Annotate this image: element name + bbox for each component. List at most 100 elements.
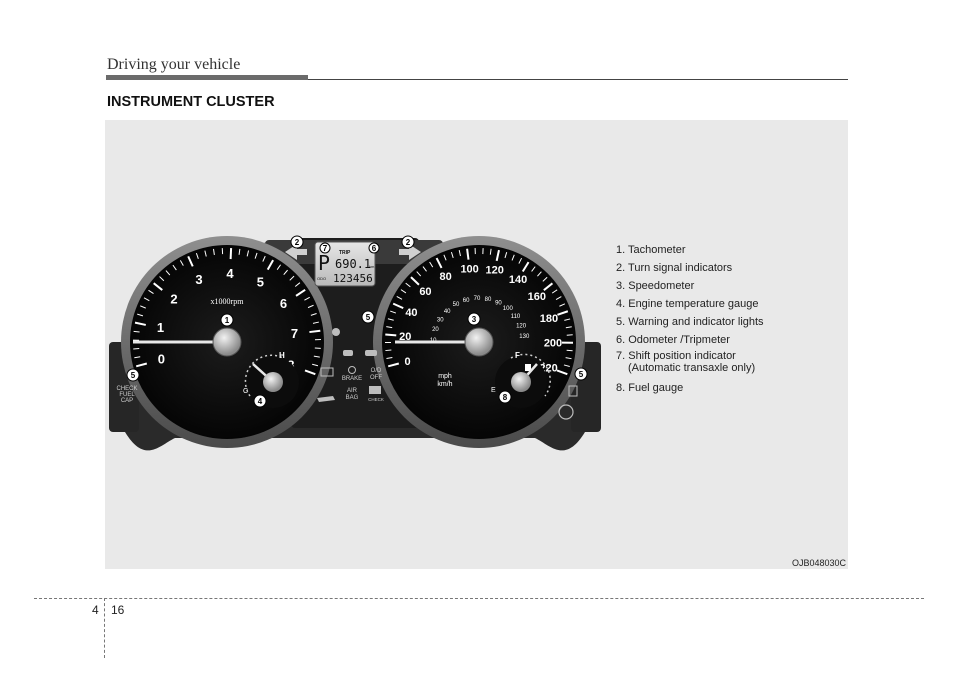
minor-tick [400,289,407,294]
minor-tick [143,297,150,302]
odometer-unit: km [369,264,375,269]
minor-tick [137,313,144,317]
minor-tick [511,254,515,261]
header-rule-thick [106,75,308,80]
check-label: CHECK [368,397,384,402]
major-tick [135,362,148,368]
check-fuel-cap: CHECK FUEL CAP [116,386,137,404]
major-tick [187,255,194,267]
low-fuel-icon [568,385,578,397]
trip-label: TRIP [339,250,351,256]
speedometer-unit-kmh: km/h [437,381,452,388]
minor-tick [504,252,508,259]
callout-warning-center: 5 [366,313,371,322]
legend-item: 4. Engine temperature gauge [616,298,759,310]
minor-tick [289,275,295,281]
tachometer-number: 7 [291,326,298,341]
callout-fuel: 8 [503,393,508,402]
minor-tick [172,264,177,271]
tachometer-number: 3 [195,272,202,287]
minor-tick [254,252,258,259]
minor-tick [405,282,411,288]
tachometer-hub [212,327,242,357]
legend-item: 6. Odometer /Tripmeter [616,334,730,346]
speedometer-kmh-number: 60 [419,286,431,298]
speedometer-ticks [384,248,574,376]
abs-icon [558,404,574,420]
major-tick [543,282,554,291]
legend-item: 7. Shift position indicator [616,350,736,362]
minor-tick [195,252,199,259]
od-off-line1: O/D [371,368,382,374]
minor-tick [542,276,548,282]
callout-turn-right: 2 [406,238,411,247]
right-turn-arrow-icon [399,244,421,260]
speedometer-mph-number: 30 [437,317,444,323]
minor-tick [238,248,241,255]
legend-item: 1. Tachometer [616,244,686,256]
odometer-lcd [314,241,376,287]
figure-legend: 1. Tachometer 2. Turn signal indicators … [616,241,764,397]
check-fuel-cap-line2: FUEL [119,392,135,398]
major-tick [295,288,306,297]
minor-tick [179,260,184,266]
callout-odometer: 6 [372,244,377,253]
minor-tick [133,330,140,333]
callout-temp: 4 [258,397,263,406]
footer-vertical-divider [104,598,105,658]
fuel-empty-label: E [491,387,496,394]
fuel-full-label: F [515,351,520,360]
callout-speedometer: 3 [472,315,477,324]
legend-item: 8. Fuel gauge [616,382,684,394]
tachometer-number: 1 [157,320,164,335]
minor-tick [387,318,394,321]
major-tick [435,257,443,269]
legend-item: 5. Warning and indicator lights [616,316,764,328]
major-tick [153,282,163,291]
tachometer-number: 0 [158,352,165,367]
minor-tick [566,349,573,352]
major-tick [410,276,420,286]
minor-tick [390,310,397,314]
tachometer-number: 5 [257,275,264,290]
minor-tick [213,248,215,255]
minor-tick [313,355,320,358]
minor-tick [385,349,392,352]
minor-tick [429,261,434,268]
figure-code: OJB048030C [791,558,846,568]
minor-tick [565,326,572,329]
speedometer-kmh-number: 80 [439,271,451,283]
page-number-value: 16 [111,603,125,617]
temp-hot-label: H [279,351,285,360]
legend-item: 2. Turn signal indicators [616,262,733,274]
left-turn-arrow-icon [285,244,307,260]
major-tick [521,261,530,273]
page-heading: INSTRUMENT CLUSTER [107,94,275,110]
minor-tick [246,250,250,257]
od-off-line2: OFF [370,375,382,381]
minor-tick [531,266,536,272]
battery-icon [320,367,334,377]
minor-tick [443,254,447,261]
minor-tick [489,248,492,255]
minor-tick [312,363,319,367]
minor-tick [416,271,422,277]
brake-label: BRAKE [342,376,362,382]
speedometer-mph-number: 100 [503,306,514,312]
major-tick [387,362,400,368]
minor-tick [563,364,570,367]
cluster-illustration: 012345678 x1000rpm H C 02040608010012014… [109,235,601,451]
minor-tick [518,257,523,264]
speedometer-kmh-number: 0 [404,356,410,368]
minor-tick [386,356,393,359]
minor-tick [140,305,146,309]
tachometer-number: 6 [280,296,287,311]
fuel-pump-icon [525,364,531,371]
speedometer-kmh-number: 160 [528,291,546,303]
speedometer-mph-number: 90 [495,300,502,306]
minor-tick [276,264,281,270]
speedometer-kmh-number: 200 [544,338,562,350]
speedometer-mph-number: 40 [444,309,451,315]
minor-tick [262,255,266,262]
speedometer-hub [464,327,494,357]
